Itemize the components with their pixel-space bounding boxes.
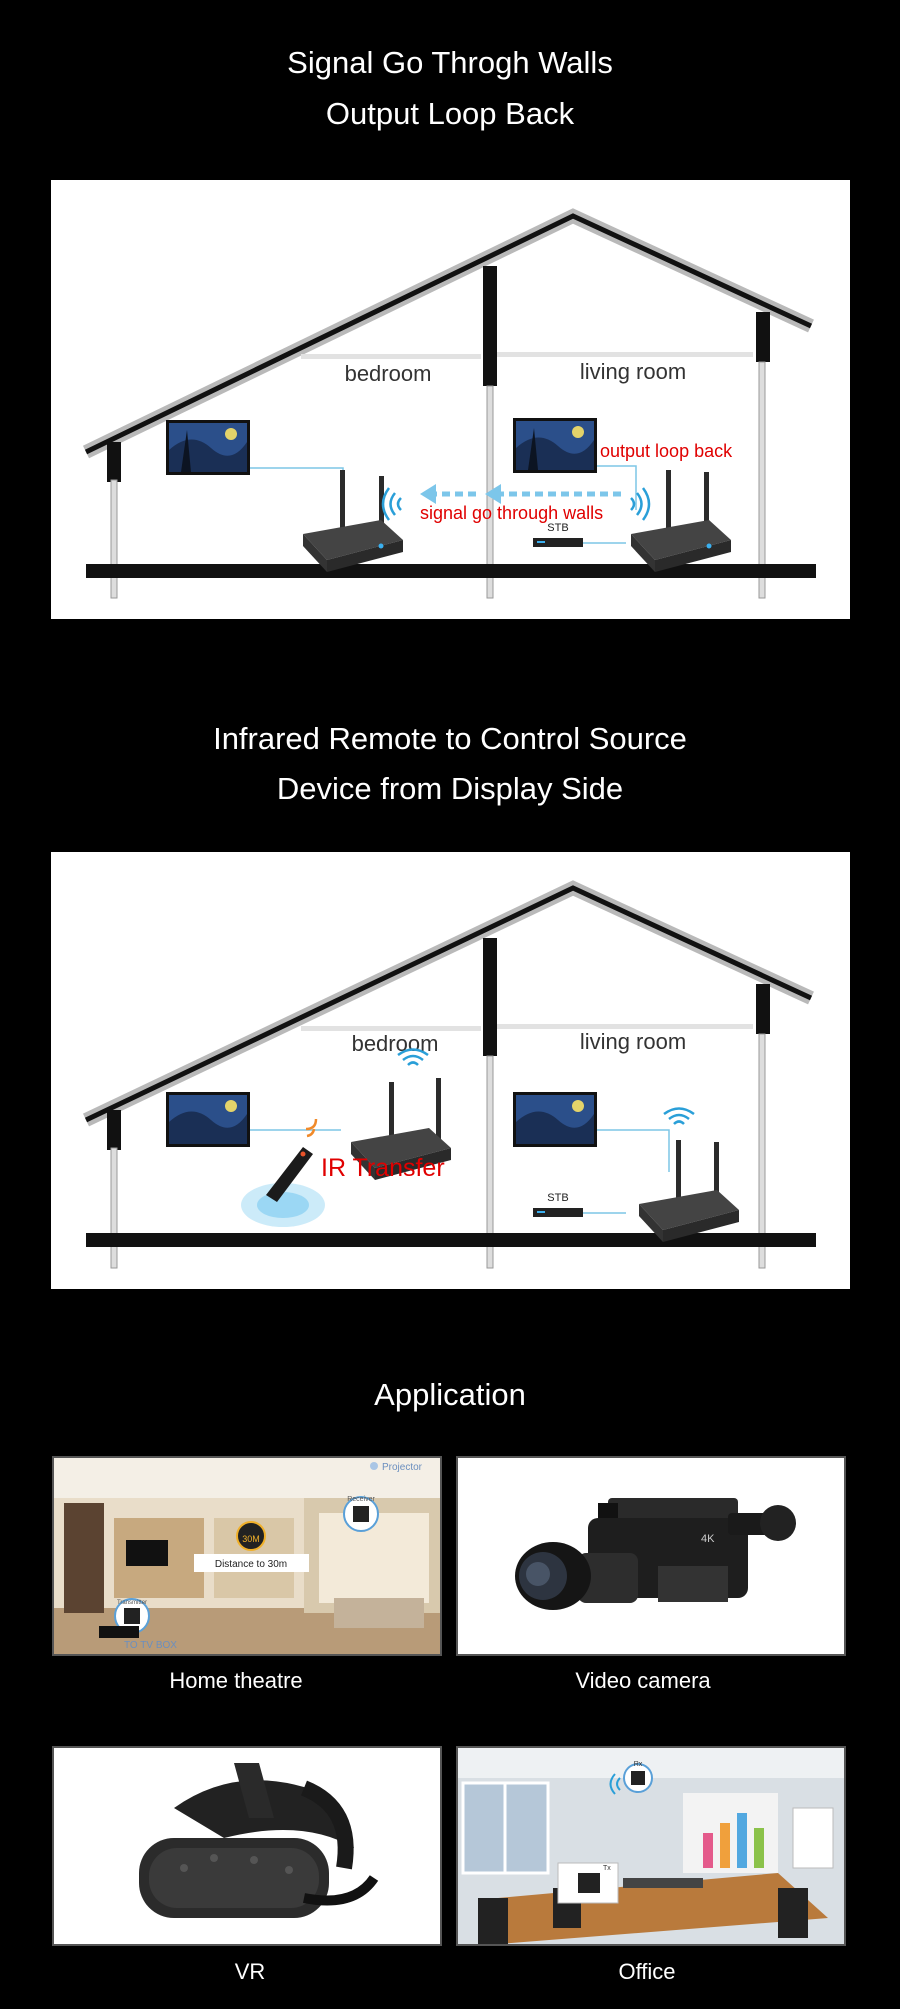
office-scene: Rx Tx: [458, 1748, 844, 1944]
wifi-icon: [630, 487, 651, 521]
application-tile-office: Rx Tx: [456, 1746, 846, 1946]
camera-icon: 4K: [515, 1498, 796, 1610]
remote-control: [241, 1147, 325, 1227]
ceiling-living: [497, 1024, 753, 1029]
ceiling-bedroom: [301, 354, 481, 359]
tv-bedroom: [166, 420, 250, 475]
stb-device: STB: [533, 522, 583, 547]
wall-middle-top: [483, 938, 497, 1056]
application-tile-vr: [52, 1746, 442, 1946]
label-transmitter: Transmitter: [117, 1600, 147, 1606]
wall-right-top: [756, 984, 770, 1034]
transmitter-device-living: [639, 1140, 739, 1242]
caption-vr: VR: [234, 1959, 266, 1984]
label-tx: Tx: [603, 1865, 611, 1872]
caption-video-camera: Video camera: [575, 1668, 711, 1693]
application-tile-home-theatre: Projector Receiver 30M Distance to 30m T…: [52, 1456, 442, 1656]
section1-title-line2: Output Loop Back: [325, 96, 575, 131]
transmitter-device-living: [631, 470, 731, 572]
video-camera-image: 4K: [458, 1458, 844, 1654]
label-4k-badge: 4K: [701, 1533, 715, 1545]
hdmi-cable-living: [597, 465, 637, 510]
wall-right-top: [756, 312, 770, 362]
wall-right: [758, 1033, 766, 1269]
roof-outline: [82, 880, 814, 1127]
room-label-living: living room: [580, 359, 686, 384]
stb-label: STB: [547, 522, 568, 534]
room-label-living: living room: [580, 1029, 686, 1054]
wall-left-top: [107, 1110, 121, 1150]
label-projector: Projector: [382, 1462, 423, 1473]
roof-line: [84, 885, 813, 1123]
ir-signal-icon: [305, 1118, 318, 1138]
ir-remote-diagram: bedroom living room: [51, 852, 850, 1289]
wifi-icon: [381, 487, 402, 521]
home-theatre-scene: Projector Receiver 30M Distance to 30m T…: [54, 1458, 440, 1654]
wall-middle-top: [483, 266, 497, 386]
house-diagram-1: bedroom living room: [82, 208, 816, 599]
caption-home-theatre: Home theatre: [169, 1668, 303, 1693]
vr-headset-image: [54, 1748, 440, 1944]
caption-office: Office: [618, 1959, 676, 1984]
wall-left: [110, 1147, 118, 1269]
label-receiver: Receiver: [347, 1496, 375, 1503]
hdmi-cable-living: [597, 1129, 670, 1172]
stb-device: STB: [533, 1192, 583, 1217]
floor: [86, 1233, 816, 1247]
tv-bedroom: [166, 1092, 250, 1147]
wall-left: [110, 479, 118, 599]
label-ir-transfer: IR Transfer: [321, 1154, 445, 1182]
section2-title-line2: Device from Display Side: [276, 771, 624, 806]
wifi-icon: [397, 1048, 429, 1066]
wall-middle: [486, 1055, 494, 1269]
receiver-device-bedroom: [351, 1078, 451, 1180]
ceiling-bedroom: [301, 1026, 481, 1031]
house-diagram-2: bedroom living room: [82, 880, 816, 1269]
hdmi-cable-bedroom: [250, 467, 344, 535]
wifi-icon: [609, 1773, 621, 1795]
roof-outline: [82, 208, 814, 459]
label-output-loop-back: output loop back: [600, 441, 733, 461]
room-label-bedroom: bedroom: [345, 361, 432, 386]
section1-title-line1: Signal Go Throgh Walls: [287, 45, 613, 80]
receiver-device-bedroom: [303, 470, 403, 572]
wall-right: [758, 361, 766, 599]
label-rx: Rx: [634, 1761, 643, 1768]
tv-living: [513, 418, 597, 473]
label-signal-through-walls: signal go through walls: [420, 503, 603, 523]
tv-living: [513, 1092, 597, 1147]
application-tile-video-camera: 4K: [456, 1456, 846, 1656]
vr-headset-icon: [139, 1763, 379, 1918]
stb-label: STB: [547, 1192, 568, 1204]
label-distance: Distance to 30m: [215, 1559, 287, 1570]
signal-arrow: [420, 484, 621, 504]
signal-through-walls-diagram: bedroom living room: [51, 180, 850, 619]
label-tv-box: TO TV BOX: [124, 1640, 177, 1651]
label-range-badge: 30M: [242, 1534, 260, 1544]
floor: [86, 564, 816, 578]
roof-line: [84, 213, 813, 455]
wall-left-top: [107, 442, 121, 482]
ceiling-living: [497, 352, 753, 357]
section3-title: Application: [374, 1377, 526, 1412]
section2-title-line1: Infrared Remote to Control Source: [213, 721, 687, 756]
wifi-icon: [663, 1107, 695, 1125]
